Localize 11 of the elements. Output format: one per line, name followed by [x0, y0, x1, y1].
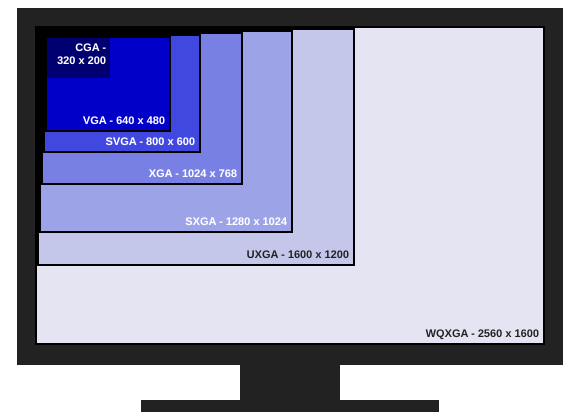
resolution-label: WQXGA - 2560 x 1600: [426, 328, 539, 341]
resolution-label: VGA - 640 x 480: [82, 115, 165, 128]
resolution-label: SXGA - 1280 x 1024: [185, 216, 287, 229]
resolution-label: UXGA - 1600 x 1200: [246, 249, 349, 262]
resolution-label: SVGA - 800 x 600: [106, 136, 195, 149]
resolution-label: CGA - 320 x 200: [56, 42, 106, 68]
resolution-label: XGA - 1024 x 768: [148, 168, 237, 181]
resolution-area: [37, 28, 355, 266]
resolution-area: [47, 38, 110, 78]
resolution-area: [45, 36, 171, 132]
resolution-area: [35, 26, 545, 345]
